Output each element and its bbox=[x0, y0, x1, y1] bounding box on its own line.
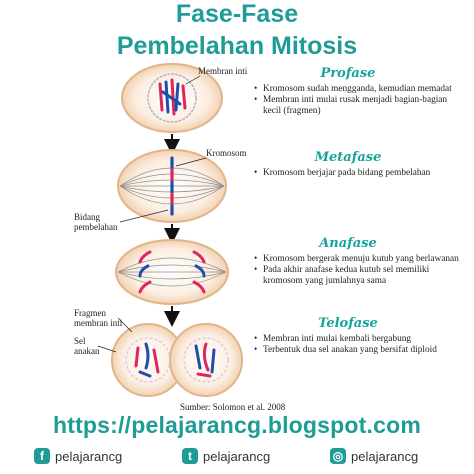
stage-title-metafase: Metafase bbox=[314, 150, 382, 165]
telophase-chromosomes bbox=[134, 342, 216, 378]
bullet-item: Kromosom bergerak menuju kutub yang berl… bbox=[254, 254, 464, 265]
stage-bullets-metafase: Kromosom berjajar pada bidang pembelahan bbox=[254, 168, 464, 179]
label-sel-line1: Sel bbox=[74, 336, 86, 346]
label-fragmen-membran-inti: Fragmen membran inti bbox=[74, 308, 122, 328]
stage-title-telofase: Telofase bbox=[318, 316, 378, 331]
label-fragmen-line1: Fragmen bbox=[74, 308, 106, 318]
twitter-icon: t bbox=[182, 448, 198, 464]
stage-bullets-telofase: Membran inti mulai kembali bergabung Ter… bbox=[254, 334, 464, 356]
stage-bullets-anafase: Kromosom bergerak menuju kutub yang berl… bbox=[254, 254, 464, 287]
bullet-item: Pada akhir anafase kedua kutub sel memil… bbox=[254, 265, 464, 287]
anaphase-cell bbox=[115, 239, 229, 305]
label-sel-anakan: Sel anakan bbox=[74, 336, 99, 356]
bullet-item: Terbentuk dua sel anakan yang bersifat d… bbox=[254, 345, 464, 356]
bullet-item: Kromosom sudah mengganda, kemudian memad… bbox=[254, 84, 464, 95]
social-handle: pelajarancg bbox=[351, 448, 419, 464]
stage-bullets-profase: Kromosom sudah mengganda, kemudian memad… bbox=[254, 84, 464, 117]
bullet-item: Membran inti mulai kembali bergabung bbox=[254, 334, 464, 345]
social-handle: pelajarancg bbox=[55, 448, 123, 464]
facebook-icon: f bbox=[34, 448, 50, 464]
stage-title-anafase: Anafase bbox=[319, 236, 377, 251]
stage-title-profase: Profase bbox=[320, 66, 376, 81]
title-line-2: Pembelahan Mitosis bbox=[116, 32, 358, 60]
label-bidang-line1: Bidang bbox=[74, 212, 100, 222]
label-fragmen-line2: membran inti bbox=[74, 318, 123, 328]
prophase-cell bbox=[121, 63, 223, 133]
telophase-cells bbox=[111, 323, 243, 397]
social-twitter[interactable]: t pelajarancg bbox=[182, 446, 270, 466]
label-kromosom: Kromosom bbox=[206, 148, 247, 158]
label-sel-line2: anakan bbox=[74, 346, 100, 356]
bullet-item: Kromosom berjajar pada bidang pembelahan bbox=[254, 168, 464, 179]
instagram-icon: ◎ bbox=[330, 448, 346, 464]
social-facebook[interactable]: f pelajarancg bbox=[34, 446, 122, 466]
title-line-1: Fase-Fase bbox=[175, 0, 299, 28]
prophase-chromosomes bbox=[158, 78, 187, 116]
blog-url[interactable]: https://pelajarancg.blogspot.com bbox=[52, 412, 422, 438]
source-citation: Sumber: Solomon et al. 2008 bbox=[180, 402, 286, 412]
label-membran-inti: Membran inti bbox=[198, 66, 248, 76]
anaphase-chromosomes bbox=[138, 250, 206, 294]
social-handle: pelajarancg bbox=[203, 448, 271, 464]
label-bidang-pembelahan: Bidang pembelahan bbox=[74, 212, 117, 232]
bullet-item: Membran inti mulai rusak menjadi bagian-… bbox=[254, 95, 464, 117]
metaphase-cell bbox=[117, 149, 227, 223]
social-instagram[interactable]: ◎ pelajarancg bbox=[330, 446, 418, 466]
label-leader-lines bbox=[97, 75, 207, 353]
label-bidang-line2: pembelahan bbox=[74, 222, 118, 232]
